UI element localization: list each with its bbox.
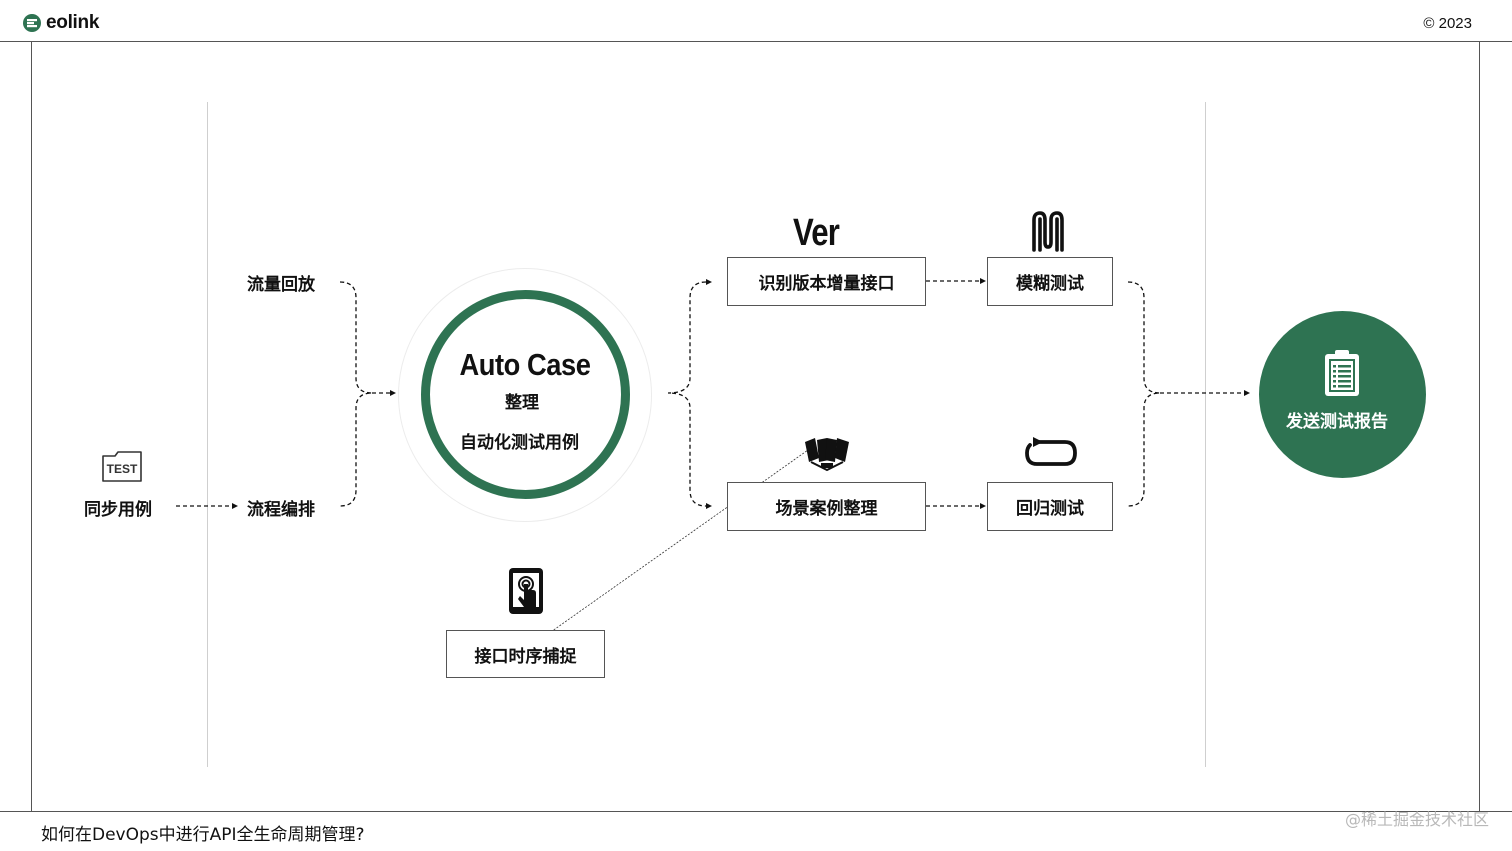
label-flow-orchestration: 流程编排 [247, 500, 315, 520]
autocase-circle [421, 290, 630, 499]
ver-icon: Ver [793, 212, 840, 254]
brace-right [1127, 281, 1161, 507]
label-sync-case: 同步用例 [84, 500, 152, 520]
documents-icon [805, 438, 849, 472]
logo-text: eolink [46, 12, 100, 33]
section-divider-left [207, 102, 208, 767]
autocase-subtitle-organize: 整理 [505, 393, 539, 413]
clipboard-icon [1325, 350, 1359, 396]
box-fuzz-test: 模糊测试 [987, 257, 1113, 306]
loop-icon [1025, 437, 1077, 466]
autocase-title: Auto Case [459, 347, 591, 382]
autocase-subtitle-tests: 自动化测试用例 [460, 433, 579, 453]
frame-right-border [1479, 41, 1480, 811]
header-divider [0, 41, 1512, 42]
capture-to-scenario-line [547, 449, 809, 635]
report-label: 发送测试报告 [1286, 412, 1388, 432]
brace-middle [667, 281, 707, 507]
box-identify-version: 识别版本增量接口 [727, 257, 926, 306]
brace-left [339, 281, 373, 507]
test-icon-text: TEST [107, 462, 138, 476]
eolink-logo-icon [23, 14, 41, 32]
box-scenario-case: 场景案例整理 [727, 482, 926, 531]
footer-title: 如何在DevOps中进行API全生命周期管理? [41, 825, 365, 845]
fuzz-icon [1032, 211, 1064, 252]
test-icon: TEST [102, 451, 142, 482]
frame-left-border [31, 41, 32, 811]
autocase-halo [398, 268, 652, 522]
label-traffic-replay: 流量回放 [247, 275, 315, 295]
watermark: @稀土掘金技术社区 [1344, 810, 1489, 829]
section-divider-right [1205, 102, 1206, 767]
box-regression-test: 回归测试 [987, 482, 1113, 531]
touch-tablet-icon [509, 568, 543, 614]
footer-divider [0, 811, 1512, 812]
logo: eolink [22, 11, 99, 35]
box-capture-sequence: 接口时序捕捉 [446, 630, 605, 678]
copyright: © 2023 [1423, 15, 1472, 32]
